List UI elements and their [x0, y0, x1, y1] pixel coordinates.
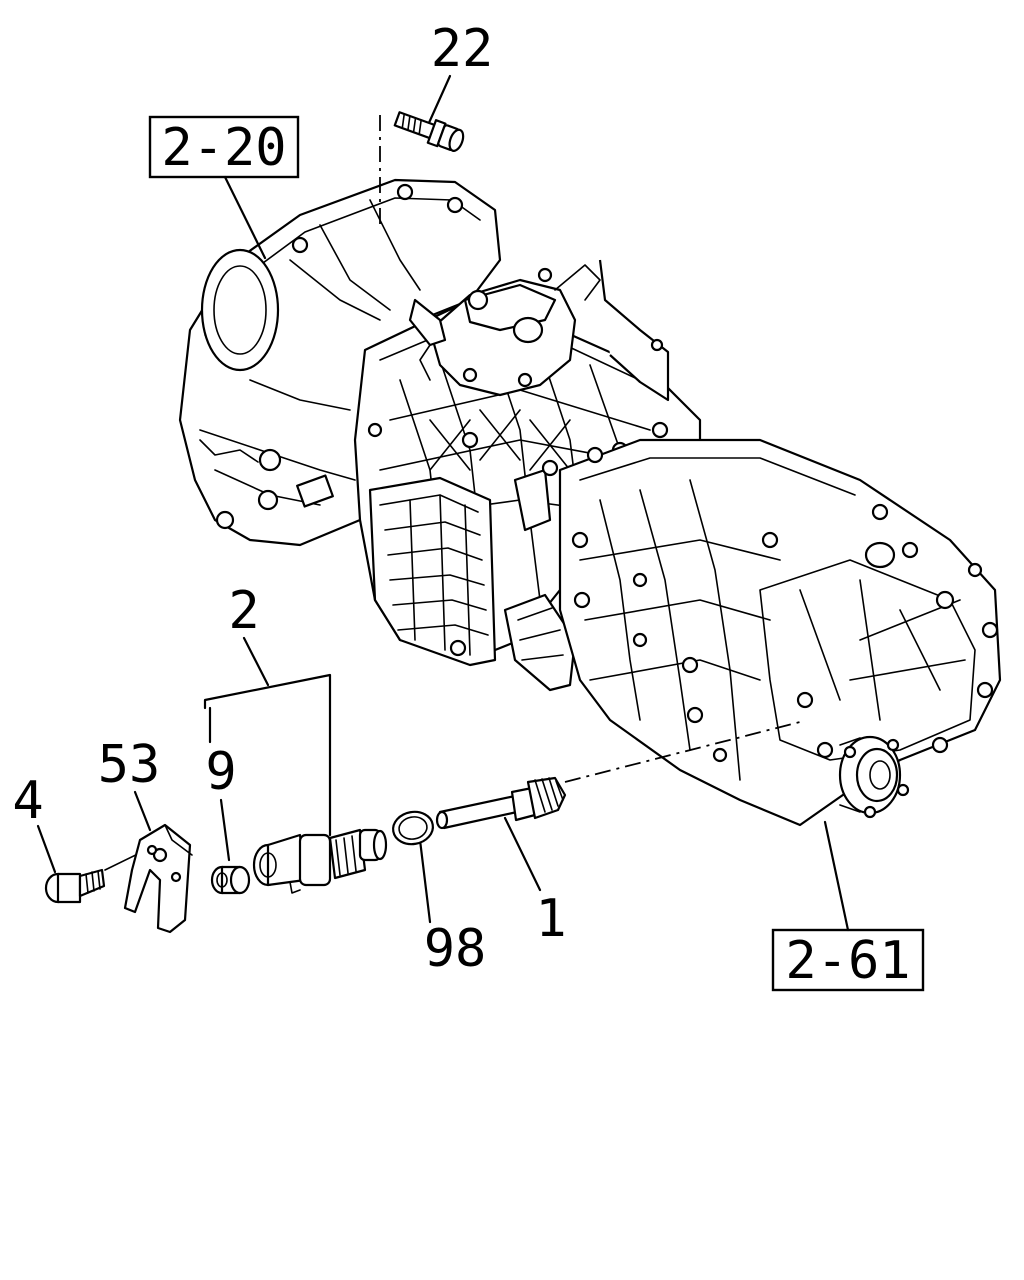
ref-2-61-label: 2-61: [785, 931, 910, 991]
shaft-axis-line: [564, 721, 801, 783]
leader-22: [426, 74, 452, 127]
bolt-4[interactable]: [44, 868, 106, 904]
part-label-98[interactable]: 98: [424, 919, 487, 979]
callout-ref-2-20[interactable]: 2-20: [148, 115, 300, 179]
leader-9: [219, 798, 231, 862]
rear-extension-housing: [541, 438, 1002, 827]
output-flange: [838, 735, 910, 819]
o-ring-98[interactable]: [391, 809, 436, 847]
leader-53: [133, 790, 152, 832]
transmission-assembly: [178, 178, 1002, 827]
part-label-9[interactable]: 9: [205, 742, 236, 802]
part-label-53[interactable]: 53: [98, 735, 161, 795]
bushing-9[interactable]: [210, 865, 251, 895]
bell-housing: [178, 178, 502, 547]
part-label-4[interactable]: 4: [12, 771, 43, 831]
side-cover-plate: [368, 468, 577, 692]
leader-2-20: [223, 175, 267, 260]
leader-4: [36, 824, 57, 874]
part-label-22[interactable]: 22: [431, 19, 494, 79]
leader-2-61: [823, 820, 850, 932]
ref-2-20-label: 2-20: [161, 118, 286, 178]
leader-1: [503, 816, 542, 892]
driven-gear-1[interactable]: [435, 776, 567, 830]
shift-tower: [408, 259, 670, 402]
leader-2-bracket: [203, 636, 332, 837]
sleeve-assembly-2[interactable]: [252, 828, 388, 894]
part-label-1[interactable]: 1: [535, 889, 566, 949]
part-label-2[interactable]: 2: [228, 581, 259, 641]
bolt-22[interactable]: [393, 108, 466, 154]
plate-53[interactable]: [123, 823, 193, 934]
leader-98: [418, 838, 432, 924]
leader-lines: [36, 74, 850, 932]
callout-ref-2-61[interactable]: 2-61: [771, 928, 925, 992]
